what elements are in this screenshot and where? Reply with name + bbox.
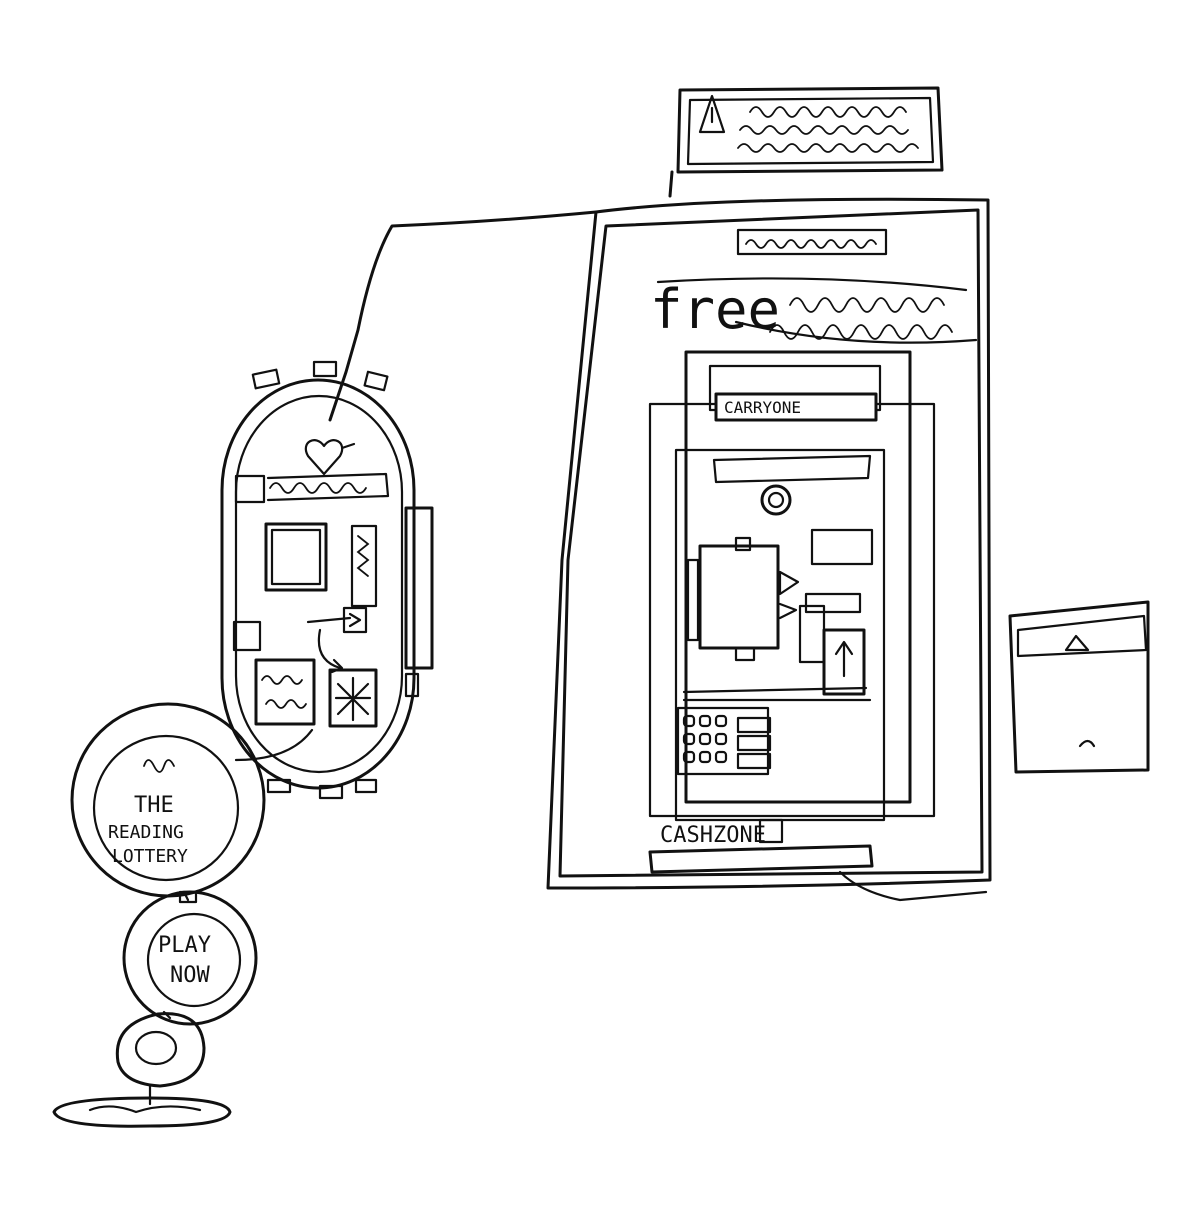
eject-arrow-icon [1064, 634, 1090, 652]
terminal-screen-module[interactable]: CARRYONE [648, 350, 936, 822]
side-button-mid[interactable] [804, 592, 862, 614]
play-now-button[interactable]: PLAY NOW [122, 890, 258, 1026]
warning-sign [668, 86, 944, 198]
keypad[interactable] [676, 706, 770, 776]
reader-slot[interactable] [350, 524, 378, 608]
cash-dispenser[interactable] [736, 716, 772, 770]
arrow-up-icon [834, 640, 854, 678]
reader-side-button[interactable] [232, 620, 262, 652]
lottery-line-1: THE [134, 793, 174, 818]
card-reader-panel[interactable] [698, 544, 780, 650]
screen-banner[interactable] [714, 392, 878, 422]
side-cash-box[interactable] [1008, 600, 1150, 774]
terminal-top-badge [736, 228, 888, 256]
heart-icon [304, 439, 356, 476]
lottery-line-3: LOTTERY [112, 846, 188, 867]
cable-line [328, 210, 598, 422]
key[interactable] [682, 714, 696, 728]
screen-banner-label: CARRYONE [724, 398, 801, 417]
stand-knob [115, 1012, 206, 1106]
key[interactable] [682, 750, 696, 764]
camera-lens-icon [760, 484, 792, 516]
key[interactable] [698, 750, 712, 764]
terminal-kiosk: free CARRYONE [546, 197, 992, 902]
badge-link [182, 890, 190, 902]
key[interactable] [698, 732, 712, 746]
side-button-top[interactable] [810, 528, 874, 566]
key[interactable] [714, 750, 728, 764]
reader-keypad[interactable] [254, 658, 316, 726]
key[interactable] [714, 732, 728, 746]
terminal-footer-label: CASHZONE [660, 823, 766, 848]
terminal-headline: free [650, 278, 780, 341]
reader-screen [264, 522, 328, 592]
curved-arrow-icon [317, 628, 344, 674]
fan-icon [334, 676, 372, 722]
lottery-line-2: READING [108, 822, 184, 843]
knob-link [162, 1010, 172, 1020]
warning-triangle-icon [698, 94, 726, 134]
key[interactable] [698, 714, 712, 728]
footer-logo-box [758, 818, 784, 844]
key[interactable] [714, 714, 728, 728]
key[interactable] [682, 732, 696, 746]
play-line-1: PLAY [158, 933, 211, 958]
receipt-slot[interactable] [648, 844, 874, 874]
lottery-badge[interactable]: THE READING LOTTERY [70, 702, 266, 898]
arrow-right-icon [778, 570, 800, 620]
play-line-2: NOW [170, 963, 210, 988]
handheld-reader[interactable] [220, 360, 434, 800]
stand-base [52, 1096, 232, 1128]
arrow-right-icon[interactable] [306, 606, 368, 634]
